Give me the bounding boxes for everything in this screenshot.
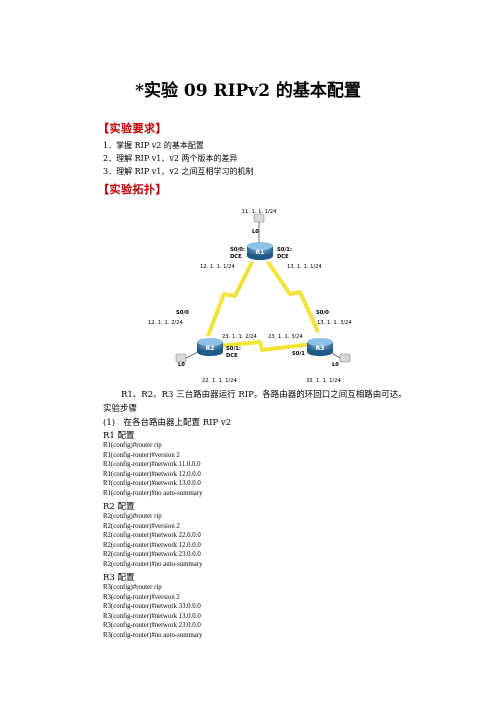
loopback-icon <box>253 213 265 244</box>
label-r3-s00: S0/0 <box>316 310 329 316</box>
config-line: R1(config-router)#network 13.0.0.0 <box>103 480 201 488</box>
label-r2-s01-dce: DCE <box>226 353 238 359</box>
config-line: R1(config-router)#network 11.0.0.0 <box>103 461 201 469</box>
network-topology-diagram: 11. 1. 1. 1/24 L0 R1 S0/0: DCE S0/1: DCE… <box>148 209 352 384</box>
config-line: R3(config-router)#network 23.0.0.0 <box>103 622 201 630</box>
config-line: R3(config-router)#no auto-summary <box>103 631 203 639</box>
label-r1-s01: S0/1: <box>277 247 292 253</box>
section-heading-requirements: 【实验要求】 <box>98 122 167 135</box>
label-r2: R2 <box>206 345 215 352</box>
config-line: R3(config-router)#network 13.0.0.0 <box>103 612 201 620</box>
label-r3-s00-ip: 13. 1. 1. 3/24 <box>317 320 352 326</box>
label-r1-left-ip: 12. 1. 1. 1/24 <box>200 264 235 270</box>
serial-link-r1-r3 <box>266 260 320 333</box>
r3-config-block: R3(config)#router rip R3(config-router)#… <box>103 583 202 641</box>
r1-config-block: R1(config)#router rip R1(config-router)#… <box>103 441 202 499</box>
label-r3: R3 <box>316 345 325 352</box>
label-r1-s00-dce: DCE <box>230 254 242 260</box>
config-line: R3(config)#router rip <box>103 584 162 591</box>
router-icon-r3 <box>307 338 333 356</box>
config-line: R1(config)#router rip <box>103 442 162 449</box>
label-r2-lo: L0 <box>178 362 185 368</box>
requirement-item: 2．理解 RIP v1、v2 两个版本的差异 <box>103 154 238 163</box>
loopback-icon <box>329 351 351 363</box>
config-line: R1(config-router)#version 2 <box>103 451 180 459</box>
router-icon-r2 <box>197 338 223 356</box>
label-r1-s00: S0/0: <box>230 247 245 253</box>
label-r2-lo-ip: 22. 1. 1. 1/24 <box>202 378 237 384</box>
r1-config-heading: R1 配置 <box>103 431 135 441</box>
section-heading-topology: 【实验拓扑】 <box>98 183 167 196</box>
config-line: R2(config-router)#network 22.0.0.0 <box>103 532 201 540</box>
config-line: R2(config)#router rip <box>103 513 162 520</box>
serial-link-r1-r2 <box>206 261 254 337</box>
r2-config-block: R2(config)#router rip R2(config-router)#… <box>103 512 202 570</box>
config-line: R1(config-router)#no auto-summary <box>103 489 203 497</box>
label-r3-s01-ip: 23. 1. 1. 3/24 <box>268 334 303 340</box>
label-r2-s01-ip: 23. 1. 1. 2/24 <box>222 334 257 340</box>
label-r1-s01-dce: DCE <box>277 254 289 260</box>
config-line: R1(config-router)#network 12.0.0.0 <box>103 470 201 478</box>
label-r2-s00-ip: 12. 1. 1. 2/24 <box>148 320 183 326</box>
config-line: R3(config-router)#version 2 <box>103 593 180 601</box>
label-r2-s00: S0/0 <box>176 310 189 316</box>
label-r2-s01: S0/1: <box>226 346 241 352</box>
label-r1-right-ip: 13. 1. 1. 1/24 <box>287 264 322 270</box>
router-icon-r1 <box>247 242 273 260</box>
r2-config-heading: R2 配置 <box>103 502 135 512</box>
config-line: R2(config-router)#no auto-summary <box>103 560 203 568</box>
description-paragraph: R1、R2、R3 三台路由器运行 RIP，各路由器的环回口之间互相路由可达。 <box>121 390 407 400</box>
loopback-icon <box>175 351 199 363</box>
serial-link-r2-r3 <box>217 340 313 352</box>
label-r1: R1 <box>256 249 265 256</box>
label-r3-s01: S0/1 <box>292 351 305 357</box>
requirement-item: 3．理解 RIP v1、v2 之间互相学习的机制 <box>103 167 254 176</box>
requirement-item: 1．掌握 RIP v2 的基本配置 <box>103 141 204 150</box>
label-r1-lo: L0 <box>252 229 259 235</box>
step-1-heading: (1) 在各台路由器上配置 RIP v2 <box>103 418 232 428</box>
label-r3-lo-ip: 33. 1. 1. 1/24 <box>306 378 341 384</box>
r3-config-heading: R3 配置 <box>103 573 135 583</box>
config-line: R2(config-router)#network 23.0.0.0 <box>103 551 201 559</box>
page-title: *实验 09 RIPv2 的基本配置 <box>135 81 361 101</box>
label-r1-loopback-ip: 11. 1. 1. 1/24 <box>242 209 277 215</box>
config-line: R2(config-router)#network 12.0.0.0 <box>103 541 201 549</box>
steps-label: 实验步骤 <box>103 404 138 414</box>
config-line: R3(config-router)#network 33.0.0.0 <box>103 603 201 611</box>
config-line: R2(config-router)#version 2 <box>103 522 180 530</box>
label-r3-lo: L0 <box>332 362 339 368</box>
